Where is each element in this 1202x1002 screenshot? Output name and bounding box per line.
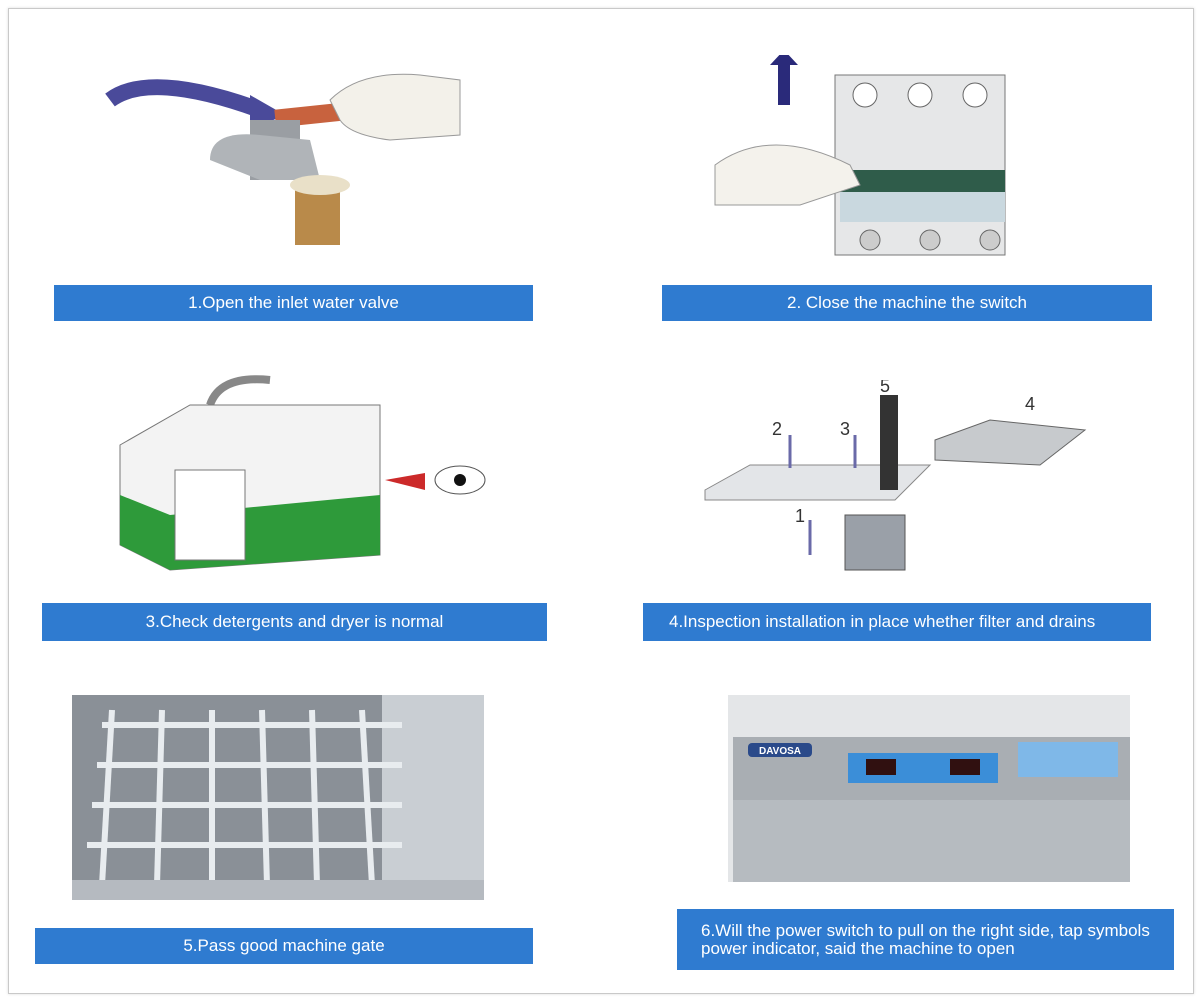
callout-2: 2 [772,419,782,439]
callout-4: 4 [1025,394,1035,414]
filter-drain-illustration: 5 2 3 1 4 [700,380,1090,575]
brand-logo: DAVOSA [759,746,801,757]
step-4-label: 4.Inspection installation in place wheth… [643,603,1151,641]
step-5-label: 5.Pass good machine gate [35,928,533,964]
callout-5: 5 [880,380,890,396]
step-1-label: 1.Open the inlet water valve [54,285,533,321]
step-6-label: 6.Will the power switch to pull on the r… [677,909,1174,970]
faucet-valve-illustration [90,60,470,250]
step-3-label: 3.Check detergents and dryer is normal [42,603,547,641]
circuit-breaker-illustration [710,55,1030,260]
machine-control-panel-photo: DAVOSA [728,695,1130,882]
step-2-label: 2. Close the machine the switch [662,285,1152,321]
machine-rack-photo [72,695,484,900]
detergent-container-illustration [110,375,500,575]
page-frame [8,8,1194,994]
callout-3: 3 [840,419,850,439]
callout-1: 1 [795,506,805,526]
